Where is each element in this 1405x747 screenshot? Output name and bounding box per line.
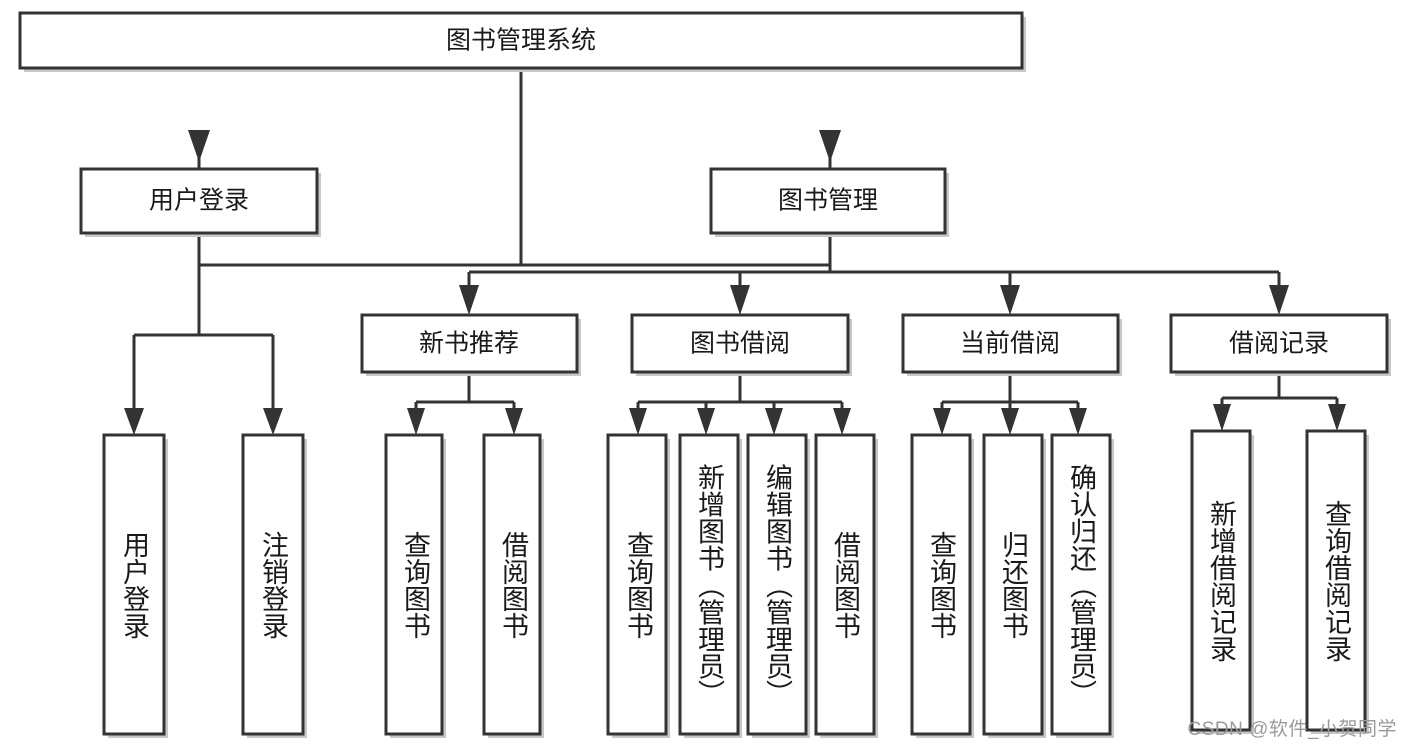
arrowhead-borrow: [730, 285, 750, 315]
node-leaf5[interactable]: 查询图书: [606, 433, 670, 738]
node-bookmgmt-box[interactable]: [709, 167, 947, 235]
node-leaf4[interactable]: 借阅图书: [482, 433, 544, 738]
node-leaf7-box[interactable]: [746, 433, 808, 736]
node-leaf1-box[interactable]: [102, 433, 166, 736]
arrowhead-leaf6: [697, 408, 715, 435]
node-leaf11-label: 确认归还（管理员）: [1066, 463, 1097, 706]
node-current-box[interactable]: [901, 313, 1120, 374]
node-records[interactable]: 借阅记录: [1169, 313, 1391, 376]
node-leaf13-label: 查询借阅记录: [1321, 500, 1352, 662]
node-leaf3[interactable]: 查询图书: [384, 433, 446, 738]
arrowhead-leaf11: [1069, 408, 1087, 435]
arrowhead-leaf3: [407, 408, 425, 435]
node-borrow-label: 图书借阅: [690, 330, 790, 358]
node-records-label: 借阅记录: [1229, 330, 1329, 358]
node-leaf5-box[interactable]: [606, 433, 668, 736]
node-leaf6-box[interactable]: [678, 433, 740, 736]
node-newbook-label: 新书推荐: [419, 330, 519, 358]
arrowhead-leaf7: [765, 408, 783, 435]
node-leaf4-box[interactable]: [482, 433, 542, 736]
node-leaf12-label: 新增借阅记录: [1206, 500, 1237, 662]
node-bookmgmt[interactable]: 图书管理: [709, 167, 949, 237]
node-leaf7[interactable]: 编辑图书（管理员）: [746, 433, 810, 738]
node-leaf1-label: 用户登录: [119, 531, 150, 639]
node-newbook[interactable]: 新书推荐: [360, 313, 581, 376]
node-current-label: 当前借阅: [960, 330, 1060, 358]
node-leaf9[interactable]: 查询图书: [910, 433, 974, 738]
node-root-box[interactable]: [18, 11, 1024, 70]
node-leaf6-label: 新增图书（管理员）: [694, 463, 725, 706]
node-leaf10-label: 归还图书: [998, 531, 1029, 639]
node-leaf8-label: 借阅图书: [830, 531, 861, 639]
node-leaf3-label: 查询图书: [400, 531, 431, 639]
node-leaf1[interactable]: 用户登录: [102, 433, 168, 738]
node-leaf12-box[interactable]: [1190, 429, 1252, 732]
arrowhead-newbook: [459, 285, 479, 315]
arrowhead-leaf5: [629, 408, 647, 435]
node-login-box[interactable]: [79, 167, 319, 235]
node-leaf3-box[interactable]: [384, 433, 444, 736]
node-leaf8[interactable]: 借阅图书: [814, 433, 878, 738]
node-newbook-box[interactable]: [360, 313, 579, 374]
node-leaf4-label: 借阅图书: [498, 531, 529, 639]
node-leaf2-box[interactable]: [241, 433, 305, 736]
arrowhead-leaf10: [1001, 408, 1019, 435]
node-bookmgmt-label: 图书管理: [778, 187, 878, 215]
node-leaf13-box[interactable]: [1305, 429, 1367, 732]
arrowhead-login: [188, 130, 210, 162]
node-leaf2-label: 注销登录: [258, 531, 289, 639]
node-borrow-box[interactable]: [630, 313, 850, 374]
arrowhead-records: [1269, 285, 1289, 315]
arrowhead-leaf13: [1328, 404, 1346, 431]
node-borrow[interactable]: 图书借阅: [630, 313, 852, 376]
node-leaf13[interactable]: 查询借阅记录: [1305, 429, 1369, 734]
node-root[interactable]: 图书管理系统: [18, 11, 1026, 72]
arrowhead-leaf4: [505, 408, 523, 435]
arrowhead-leaf12: [1213, 404, 1231, 431]
node-leaf2[interactable]: 注销登录: [241, 433, 307, 738]
arrowhead-leaf9: [933, 408, 951, 435]
node-leaf7-label: 编辑图书（管理员）: [762, 463, 793, 706]
node-leaf11-box[interactable]: [1050, 433, 1112, 736]
node-current[interactable]: 当前借阅: [901, 313, 1122, 376]
arrowhead-leaf2: [263, 408, 283, 435]
arrowhead-leaf8: [833, 408, 851, 435]
arrowhead-layer: [124, 130, 1346, 435]
node-leaf10-box[interactable]: [982, 433, 1044, 736]
node-leaf12[interactable]: 新增借阅记录: [1190, 429, 1254, 734]
arrowhead-bookmgmt: [819, 130, 841, 162]
node-root-label: 图书管理系统: [446, 27, 596, 55]
node-leaf5-label: 查询图书: [623, 531, 654, 639]
node-login-label: 用户登录: [149, 187, 249, 215]
node-leaf10[interactable]: 归还图书: [982, 433, 1046, 738]
node-leaf8-box[interactable]: [814, 433, 876, 736]
node-login[interactable]: 用户登录: [79, 167, 321, 237]
arrowhead-leaf1: [124, 408, 144, 435]
arrowhead-current: [1000, 285, 1020, 315]
node-leaf11[interactable]: 确认归还（管理员）: [1050, 433, 1114, 738]
node-leaf9-label: 查询图书: [926, 531, 957, 639]
node-leaf9-box[interactable]: [910, 433, 972, 736]
node-records-box[interactable]: [1169, 313, 1389, 374]
node-leaf6[interactable]: 新增图书（管理员）: [678, 433, 742, 738]
